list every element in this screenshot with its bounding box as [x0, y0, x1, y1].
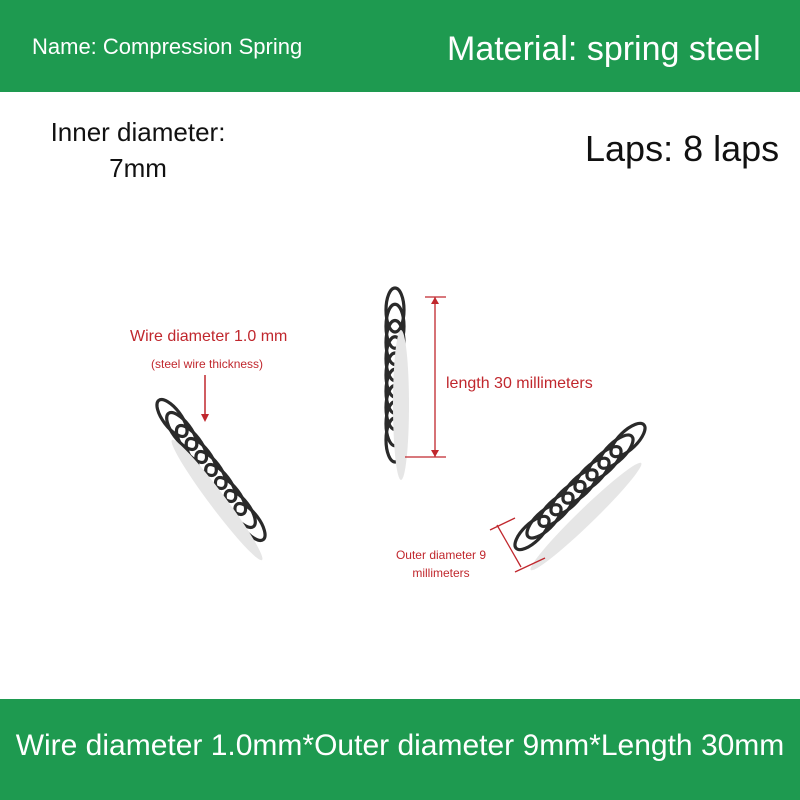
right-spring-coil — [561, 468, 599, 505]
inner-diameter-value: 7mm — [109, 153, 167, 183]
top-banner: Name: Compression Spring Material: sprin… — [0, 0, 800, 92]
right-spring-coil — [513, 514, 551, 552]
length-dimension — [405, 296, 446, 458]
left-spring — [155, 397, 267, 543]
laps-spec: Laps: 8 laps — [585, 128, 780, 169]
right-spring — [513, 421, 647, 552]
inner-diameter-spec: Inner diameter: 7mm — [38, 114, 238, 186]
center-spring-coil — [384, 286, 406, 334]
wire-diameter-note: (steel wire thickness) — [151, 357, 264, 371]
bottom-banner: Wire diameter 1.0mm*Outer diameter 9mm*L… — [0, 699, 800, 800]
spec-summary: Wire diameter 1.0mm*Outer diameter 9mm*L… — [15, 729, 785, 762]
material-label: Material: spring steel — [447, 30, 761, 68]
outer-diameter-line1: Outer diameter 9 — [395, 548, 487, 562]
center-spring-shadow — [393, 330, 409, 480]
left-spring-coil — [165, 410, 199, 452]
right-spring-coil — [537, 491, 575, 528]
right-spring-coil — [597, 433, 635, 470]
right-spring-coil — [609, 421, 647, 459]
inner-diameter-label: Inner diameter: — [50, 117, 226, 147]
outer-diameter-line2: millimeters — [412, 566, 470, 580]
right-spring-shadow — [530, 462, 642, 571]
right-spring-coil — [549, 479, 587, 517]
left-spring-coil — [155, 397, 189, 439]
wire-arrow-head — [201, 414, 209, 422]
center-spring-coil — [384, 302, 406, 350]
product-name: Name: Compression Spring — [32, 34, 303, 59]
wire-diameter-annotation: Wire diameter 1.0 mm — [130, 328, 288, 345]
outer-diameter-annotation: Outer diameter 9 millimeters — [388, 546, 494, 582]
right-spring-coil — [573, 456, 611, 494]
length-annotation: length 30 millimeters — [446, 375, 593, 392]
right-spring-coil — [585, 445, 623, 482]
outer-diameter-dimension — [489, 517, 546, 573]
right-spring-coil — [525, 503, 563, 540]
left-spring-shadow — [171, 439, 263, 561]
